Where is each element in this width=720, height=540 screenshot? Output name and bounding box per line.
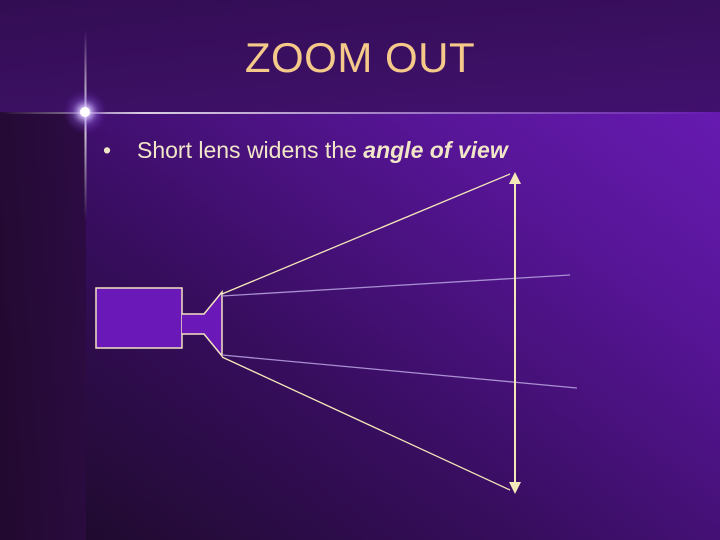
narrow-ray-upper	[221, 274, 571, 297]
slide-title: ZOOM OUT	[244, 34, 476, 81]
bullet-text: Short lens widens the	[137, 137, 364, 163]
bullet-emphasis: angle of view	[363, 137, 508, 163]
camera-body-icon	[95, 287, 183, 349]
narrow-ray-lower	[221, 354, 578, 389]
camera-lens-icon	[182, 289, 223, 359]
bullet-marker: •	[103, 137, 112, 163]
view-cone-lower-edge	[221, 356, 511, 491]
bullet-item: • Short lens widens the angle of view	[103, 137, 508, 164]
view-cone-upper-edge	[221, 173, 511, 295]
